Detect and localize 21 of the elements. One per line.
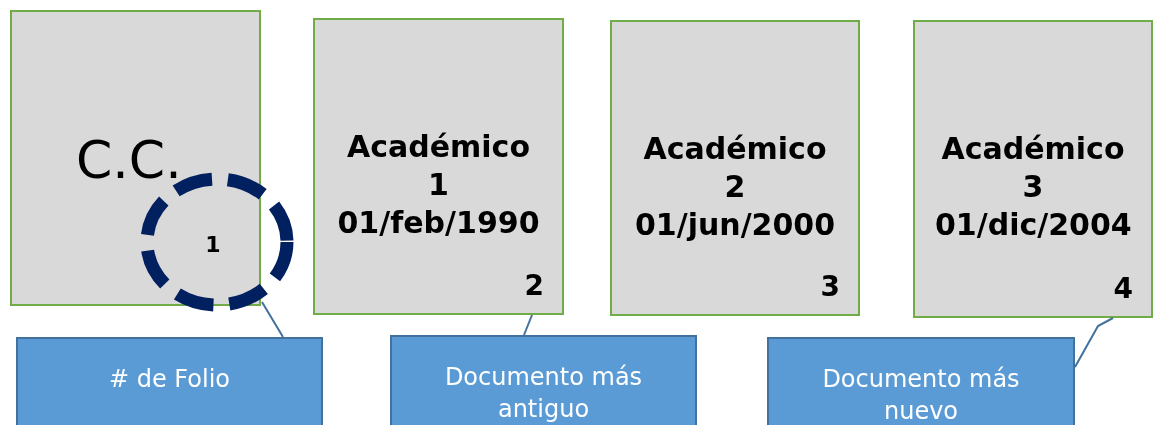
page-number: 3 <box>820 269 840 305</box>
callout-text: # de Folio <box>109 364 230 395</box>
document-box <box>913 20 1153 318</box>
page-number: 2 <box>524 268 544 304</box>
document-box <box>313 18 564 315</box>
document-label: C.C. <box>76 134 182 186</box>
page-number: 4 <box>1113 271 1133 307</box>
callout-text: Documento más nuevo <box>821 364 1021 425</box>
callout-box <box>767 337 1075 425</box>
callout-text: Documento más antiguo <box>443 362 644 425</box>
document-box <box>610 20 860 316</box>
document-label: Académico 2 01/jun/2000 <box>633 130 837 244</box>
callout-number: 1 <box>205 230 221 259</box>
leader-line <box>523 314 533 336</box>
callout-box <box>390 335 697 425</box>
document-label: Académico 1 01/feb/1990 <box>336 128 541 242</box>
leader-line <box>261 301 284 338</box>
leader-line <box>1074 317 1114 368</box>
document-label: Académico 3 01/dic/2004 <box>935 130 1131 244</box>
document-box <box>10 10 261 306</box>
callout-box <box>16 337 323 425</box>
